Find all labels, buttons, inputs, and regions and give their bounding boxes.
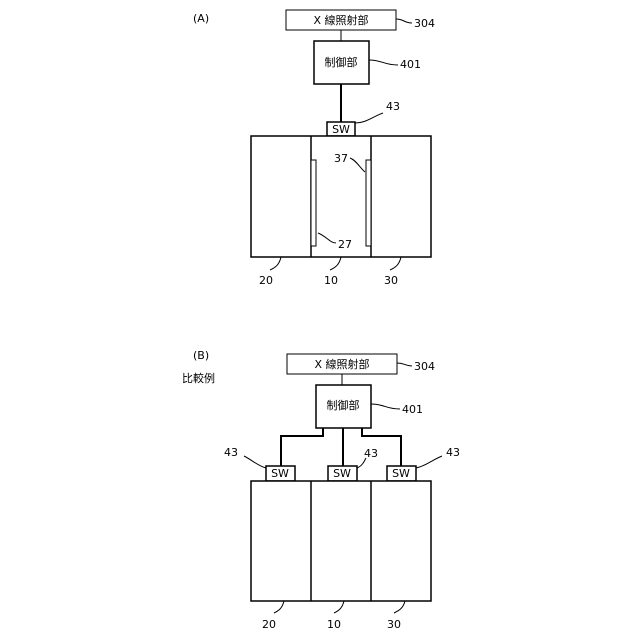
sw-ref-label-right: 43 xyxy=(446,446,460,459)
ref-30-leader-a xyxy=(390,257,401,270)
ref-20-label-a: 20 xyxy=(259,274,273,287)
sw-label: SW xyxy=(332,123,350,136)
control-unit-label: 制御部 xyxy=(325,55,358,69)
sw-label-right: SW xyxy=(392,467,410,480)
control-ref-leader xyxy=(369,60,398,65)
ref-30-label-a: 30 xyxy=(384,274,398,287)
xray-ref-leader-b xyxy=(397,363,412,366)
control-ref-label: 401 xyxy=(400,58,421,71)
sw-ref-leader-right xyxy=(416,456,442,468)
sw-ref-label-left: 43 xyxy=(224,446,238,459)
strip-27 xyxy=(311,160,316,246)
panel-a: (A) X 線照射部 304 制御部 401 SW 43 27 37 xyxy=(193,10,435,287)
ref-20-label-b: 20 xyxy=(262,618,276,631)
xray-ref-leader xyxy=(396,19,412,23)
ref-30-label-b: 30 xyxy=(387,618,401,631)
sw-ref-leader-left xyxy=(244,456,266,468)
control-unit-label-b: 制御部 xyxy=(327,398,360,412)
ref-20-leader-a xyxy=(270,257,281,270)
control-ref-leader-b xyxy=(371,404,400,409)
ref-30-leader-b xyxy=(394,601,405,613)
ref-10-label-a: 10 xyxy=(324,274,338,287)
panel-b: (B) 比較例 X 線照射部 304 制御部 401 SW SW SW 43 4… xyxy=(182,349,460,631)
sw-ref-label: 43 xyxy=(386,100,400,113)
ref-10-leader-a xyxy=(330,257,341,270)
detector-assembly-b xyxy=(251,481,431,601)
ref-20-leader-b xyxy=(274,601,284,613)
xray-unit-label: X 線照射部 xyxy=(313,13,368,27)
sw-label-mid: SW xyxy=(333,467,351,480)
panel-b-tag: (B) xyxy=(193,349,209,362)
panel-a-tag: (A) xyxy=(193,12,209,25)
xray-unit-label-b: X 線照射部 xyxy=(314,357,369,371)
control-ref-label-b: 401 xyxy=(402,403,423,416)
ref-10-leader-b xyxy=(334,601,344,613)
ref-37-label: 37 xyxy=(334,152,348,165)
sw-label-left: SW xyxy=(271,467,289,480)
sw-ref-label-mid: 43 xyxy=(364,447,378,460)
ref-27-label: 27 xyxy=(338,238,352,251)
strip-37 xyxy=(366,160,371,246)
wire-left-sw xyxy=(281,428,323,466)
panel-b-subtitle: 比較例 xyxy=(182,371,215,385)
xray-ref-label-b: 304 xyxy=(414,360,435,373)
ref-10-label-b: 10 xyxy=(327,618,341,631)
xray-ref-label: 304 xyxy=(414,17,435,30)
sw-ref-leader xyxy=(355,113,383,123)
